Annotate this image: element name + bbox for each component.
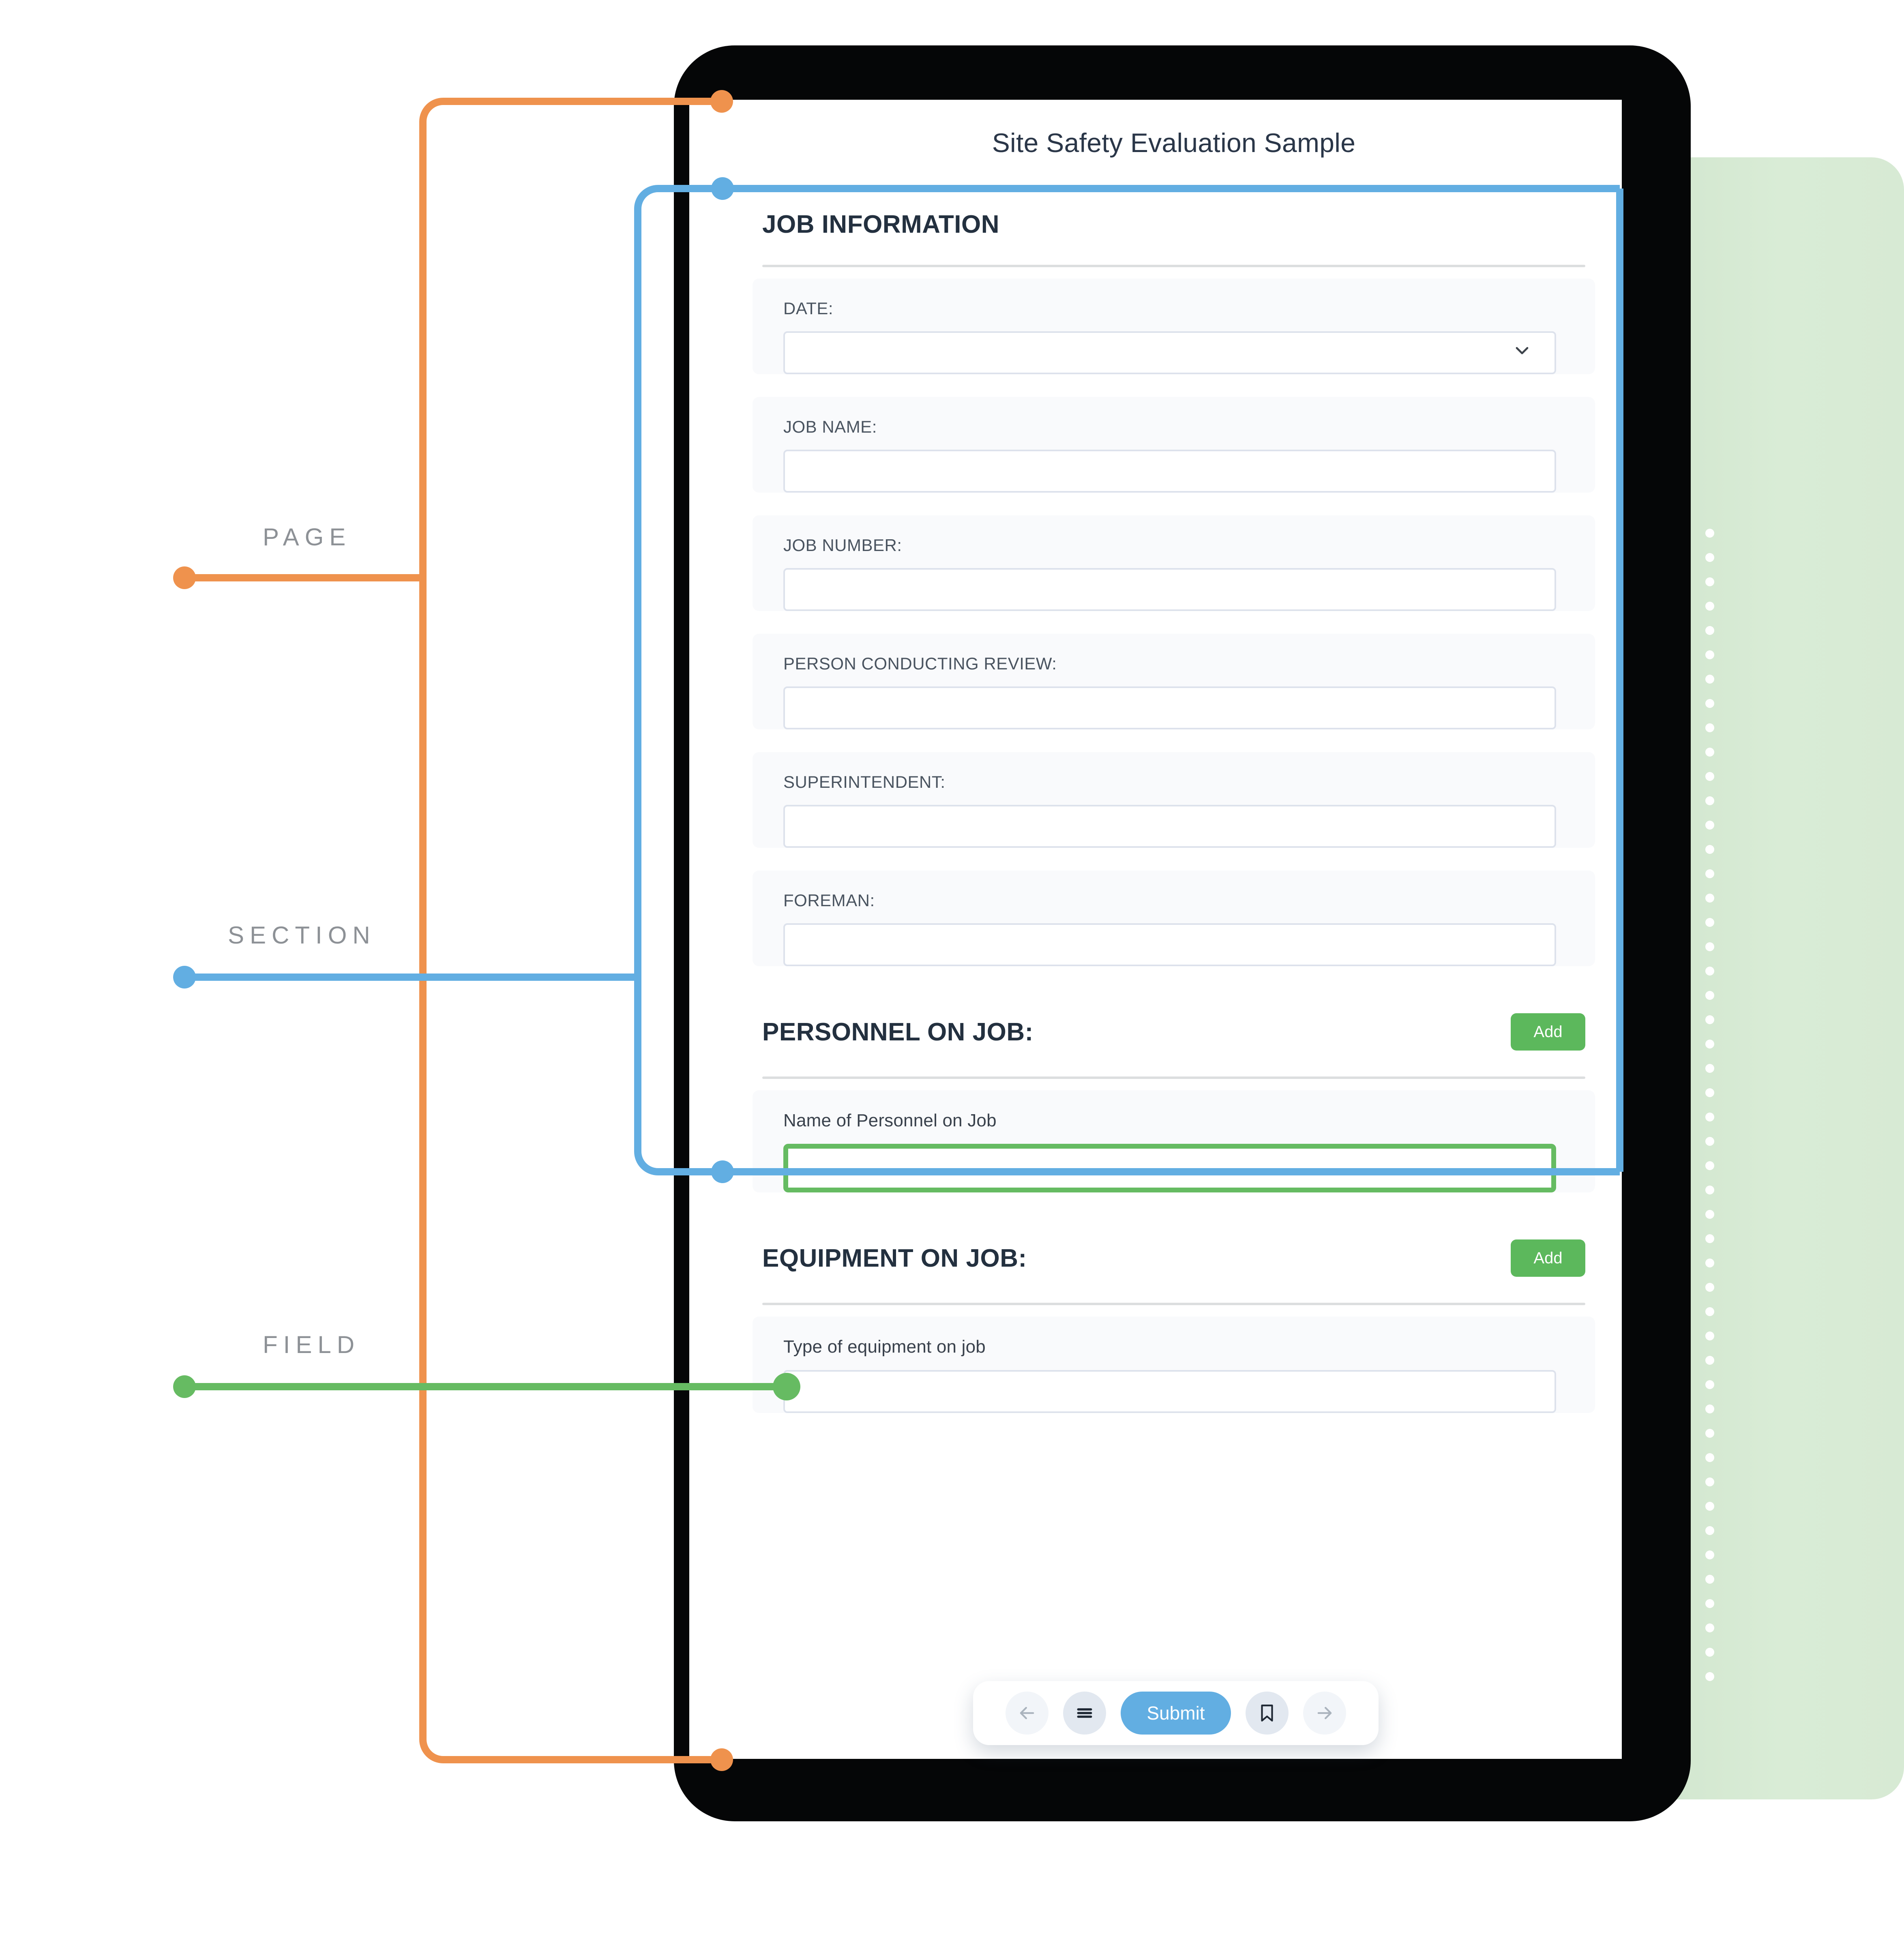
field-card: SUPERINTENDENT: — [753, 752, 1595, 848]
submit-button[interactable]: Submit — [1121, 1692, 1231, 1735]
field-select[interactable] — [783, 331, 1556, 374]
field-card: Name of Personnel on Job — [753, 1090, 1595, 1192]
decorative-dot — [1705, 796, 1714, 805]
section-heading-label: JOB INFORMATION — [762, 210, 999, 238]
decorative-dot — [1705, 821, 1714, 830]
field-label: JOB NUMBER: — [783, 536, 902, 555]
field-input[interactable] — [783, 450, 1556, 493]
decorative-dot — [1705, 1672, 1714, 1681]
field-input[interactable] — [783, 923, 1556, 966]
field-card: PERSON CONDUCTING REVIEW: — [753, 634, 1595, 729]
decorative-dot — [1705, 1283, 1714, 1292]
decorative-dot — [1705, 626, 1714, 635]
decorative-dot — [1705, 1623, 1714, 1632]
field-label: SUPERINTENDENT: — [783, 772, 946, 791]
decorative-dot — [1705, 869, 1714, 878]
field-label: Type of equipment on job — [783, 1337, 986, 1357]
annotation-label-page: PAGE — [263, 523, 352, 551]
decorative-dot — [1705, 699, 1714, 708]
decorative-dot — [1705, 1429, 1714, 1438]
decorative-dot — [1705, 1259, 1714, 1267]
field-card: JOB NAME: — [753, 397, 1595, 493]
decorative-dot — [1705, 1307, 1714, 1316]
decorative-dot — [1705, 723, 1714, 732]
decorative-dot — [1705, 942, 1714, 951]
section-heading-label: PERSONNEL ON JOB: — [762, 1018, 1033, 1046]
decorative-dot — [1705, 1648, 1714, 1657]
field-input[interactable] — [783, 568, 1556, 611]
field-card: JOB NUMBER: — [753, 515, 1595, 611]
field-input[interactable] — [783, 1144, 1556, 1192]
form-content[interactable]: JOB INFORMATION DATE: JOB NAME: JOB NUMBER:… — [726, 186, 1622, 1759]
annotation-label-section: SECTION — [228, 922, 376, 949]
decorative-dot — [1705, 1234, 1714, 1243]
add-button[interactable]: Add — [1511, 1239, 1585, 1277]
section-heading: JOB INFORMATION — [726, 186, 1622, 239]
decorative-dot — [1705, 1137, 1714, 1146]
bookmark-icon[interactable] — [1245, 1692, 1289, 1735]
section-heading: PERSONNEL ON JOB: Add — [726, 989, 1622, 1051]
hamburger-menu-icon[interactable] — [1063, 1692, 1106, 1735]
decorative-dot — [1705, 1064, 1714, 1073]
arrow-right-icon[interactable] — [1303, 1692, 1346, 1735]
decorative-dot — [1705, 553, 1714, 562]
decorative-dot — [1705, 1015, 1714, 1024]
decorative-dot — [1705, 1453, 1714, 1462]
field-label: Name of Personnel on Job — [783, 1111, 997, 1130]
decorative-dot — [1705, 991, 1714, 1000]
section-heading: EQUIPMENT ON JOB: Add — [726, 1215, 1622, 1277]
decorative-dot — [1705, 1186, 1714, 1194]
decorative-dot — [1705, 1550, 1714, 1559]
field-input[interactable] — [783, 805, 1556, 848]
field-input[interactable] — [783, 1370, 1556, 1413]
field-label: FOREMAN: — [783, 891, 875, 910]
decorative-dot — [1705, 1404, 1714, 1413]
decorative-dot — [1705, 1575, 1714, 1584]
decorative-dot — [1705, 1599, 1714, 1608]
arrow-left-icon[interactable] — [1006, 1692, 1049, 1735]
decorative-dot — [1705, 650, 1714, 659]
decorative-dot — [1705, 1332, 1714, 1340]
decorative-dot — [1705, 1161, 1714, 1170]
field-card: DATE: — [753, 279, 1595, 374]
field-card: Type of equipment on job — [753, 1317, 1595, 1413]
decorative-dot — [1705, 577, 1714, 586]
decorative-dot — [1705, 1356, 1714, 1365]
decorative-dot — [1705, 1477, 1714, 1486]
page-title: Site Safety Evaluation Sample — [992, 128, 1356, 158]
decorative-dot — [1705, 967, 1714, 976]
field-label: DATE: — [783, 299, 834, 318]
decorative-dot — [1705, 602, 1714, 611]
submit-button-label: Submit — [1147, 1703, 1205, 1724]
field-label: PERSON CONDUCTING REVIEW: — [783, 654, 1057, 673]
field-card: FOREMAN: — [753, 871, 1595, 966]
decorative-dot — [1705, 918, 1714, 927]
decorative-dot — [1705, 1040, 1714, 1049]
field-input[interactable] — [783, 686, 1556, 729]
decorative-dot — [1705, 1210, 1714, 1219]
decorative-dot — [1705, 1113, 1714, 1121]
decorative-dot — [1705, 1380, 1714, 1389]
decorative-dot — [1705, 845, 1714, 854]
decorative-dot — [1705, 748, 1714, 757]
field-label: JOB NAME: — [783, 417, 877, 436]
decorative-dot — [1705, 772, 1714, 781]
section-divider — [762, 1076, 1585, 1079]
section-divider — [762, 265, 1585, 267]
add-button[interactable]: Add — [1511, 1013, 1585, 1051]
decorative-dot — [1705, 1502, 1714, 1511]
decorative-dot — [1705, 1088, 1714, 1097]
decorative-dot — [1705, 529, 1714, 538]
bottom-action-toolbar: Submit — [973, 1681, 1379, 1745]
section-divider — [762, 1303, 1585, 1305]
decorative-dot — [1705, 675, 1714, 684]
decorative-dot — [1705, 894, 1714, 903]
decorative-dot — [1705, 1526, 1714, 1535]
app-header: Site Safety Evaluation Sample — [726, 100, 1622, 186]
section-heading-label: EQUIPMENT ON JOB: — [762, 1244, 1027, 1272]
annotation-label-field: FIELD — [263, 1331, 360, 1358]
